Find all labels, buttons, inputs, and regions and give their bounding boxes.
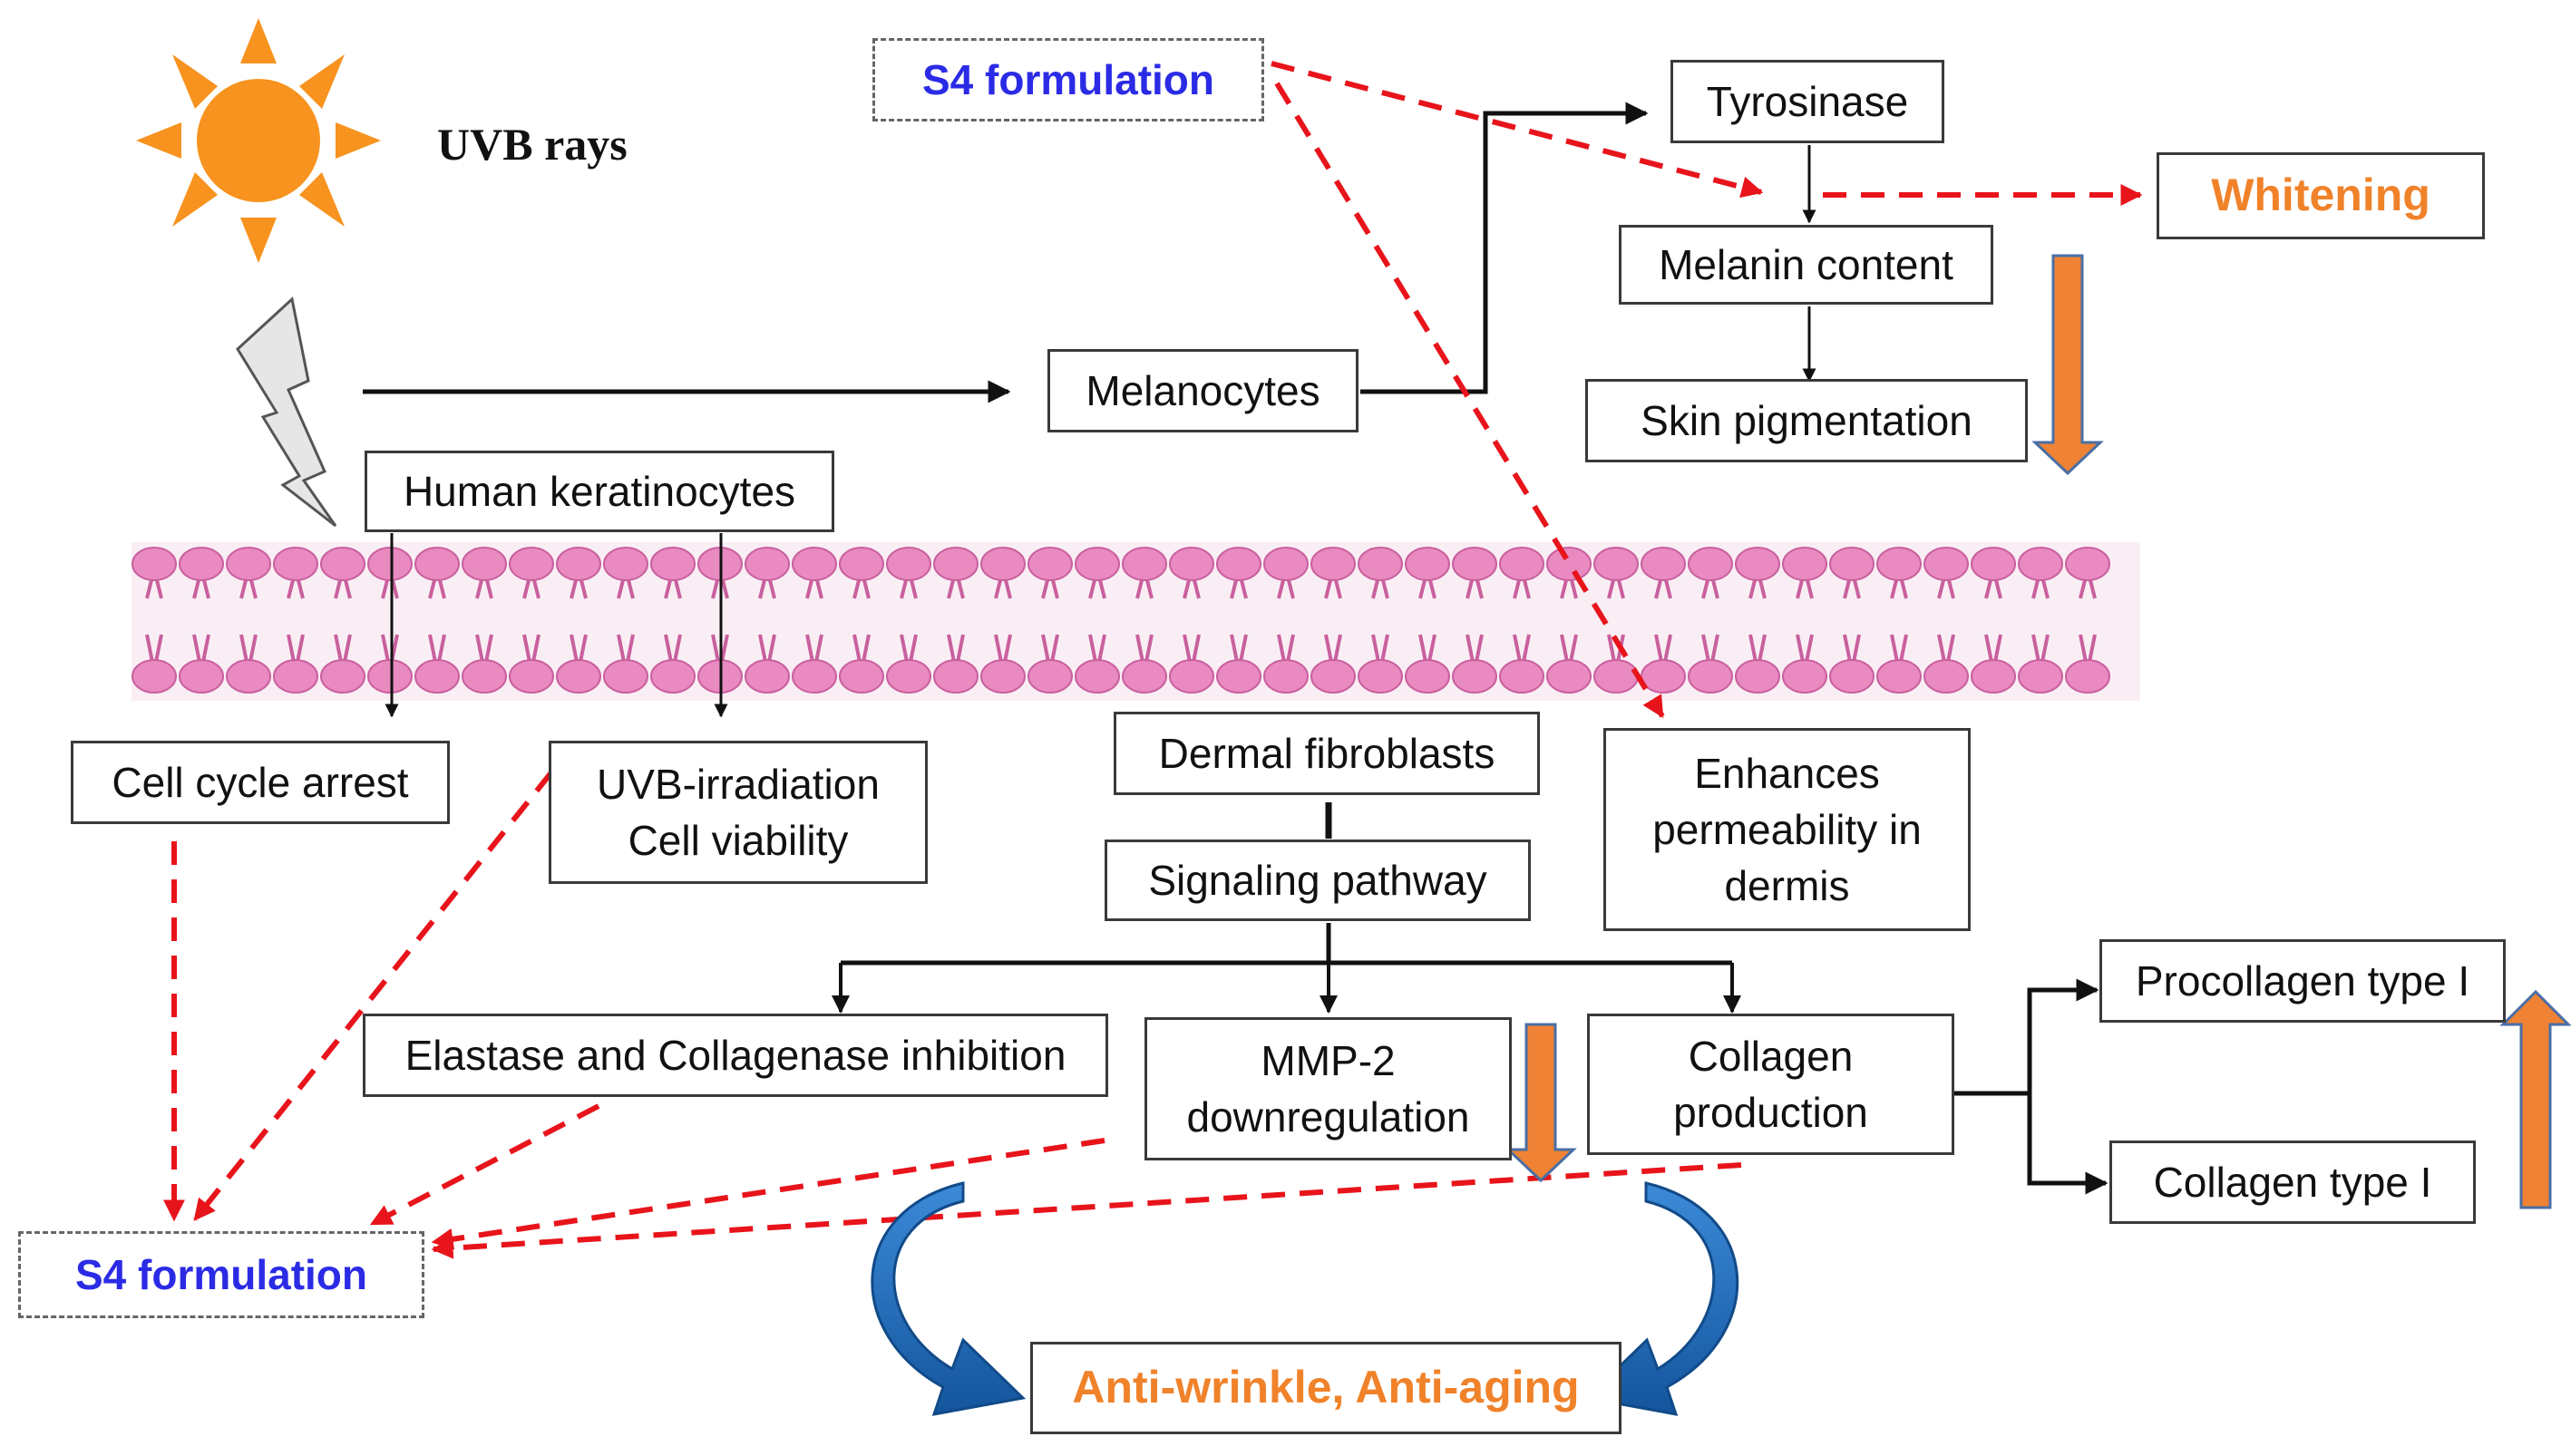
melanin-content-node: Melanin content: [1619, 225, 1993, 305]
dermal-fibroblasts-node: Dermal fibroblasts: [1114, 712, 1540, 795]
s4-formulation-top: S4 formulation: [872, 38, 1264, 121]
melanocytes-node: Melanocytes: [1047, 349, 1359, 432]
collagen-type-node: Collagen type I: [2109, 1141, 2476, 1224]
human-keratinocytes-node: Human keratinocytes: [365, 451, 834, 532]
anti-aging-result: Anti-wrinkle, Anti-aging: [1030, 1342, 1621, 1434]
procollagen-node: Procollagen type I: [2099, 939, 2506, 1023]
elastase-collagenase-node: Elastase and Collagenase inhibition: [363, 1014, 1108, 1097]
s4-effect-arrows: [163, 61, 2143, 1259]
signaling-pathway-node: Signaling pathway: [1105, 840, 1531, 921]
pathway-connectors: [363, 102, 2108, 1195]
increase-indicator-collagen: [2499, 989, 2571, 1209]
cell-cycle-arrest-node: Cell cycle arrest: [71, 741, 450, 824]
curved-arrow-right: [1583, 1181, 1739, 1416]
s4-formulation-bottom: S4 formulation: [18, 1231, 424, 1318]
whitening-result: Whitening: [2157, 152, 2485, 239]
uvb-irradiation-node: UVB-irradiation Cell viability: [549, 741, 928, 884]
skin-pigmentation-node: Skin pigmentation: [1585, 379, 2028, 462]
cell-membrane-bilayer: [131, 542, 2140, 701]
tyrosinase-node: Tyrosinase: [1670, 60, 1944, 143]
decrease-indicator-mmp2: [1505, 1023, 1577, 1183]
sun-icon: [136, 18, 381, 263]
curved-arrow-left: [871, 1181, 1027, 1416]
mmp2-node: MMP-2 downregulation: [1144, 1017, 1512, 1160]
collagen-production-node: Collagen production: [1587, 1014, 1954, 1155]
lightning-bolt-icon: [236, 296, 337, 528]
enhances-permeability-node: Enhances permeability in dermis: [1603, 728, 1971, 931]
uvb-rays-label: UVB rays: [437, 119, 628, 170]
decrease-indicator-pigmentation: [2031, 254, 2104, 476]
